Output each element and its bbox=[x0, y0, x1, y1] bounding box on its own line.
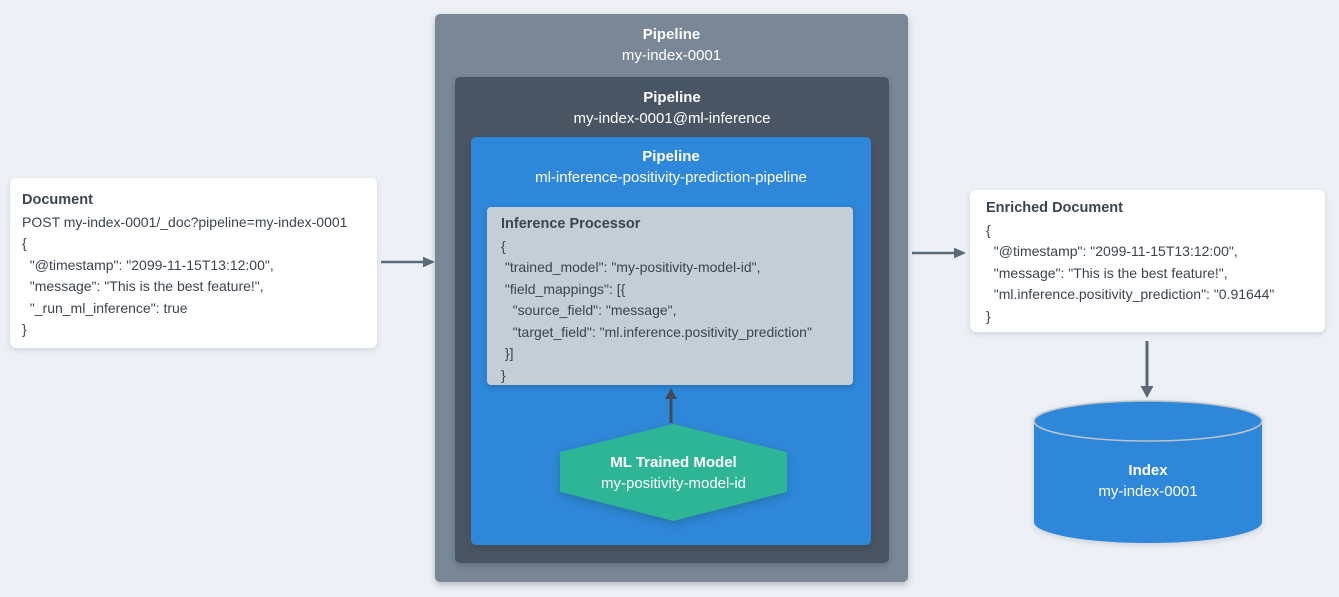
index-cylinder-text: Index my-index-0001 bbox=[1033, 460, 1263, 502]
code-line: "@timestamp": "2099-11-15T13:12:00", bbox=[986, 243, 1238, 259]
index-name: my-index-0001 bbox=[1098, 483, 1198, 500]
enriched-document-card: Enriched Document { "@timestamp": "2099-… bbox=[970, 190, 1325, 332]
code-line: "message": "This is the best feature!", bbox=[22, 278, 264, 294]
inference-processor-title: Inference Processor bbox=[501, 216, 641, 232]
pipeline-prediction-box: Pipeline ml-inference-positivity-predict… bbox=[471, 137, 871, 545]
code-line: "message": "This is the best feature!", bbox=[986, 264, 1228, 281]
pipeline-inner-label: Pipeline bbox=[642, 148, 700, 165]
pipeline-outer-label: Pipeline bbox=[642, 26, 701, 43]
ml-trained-model-shape: ML Trained Model my-positivity-model-id bbox=[560, 424, 787, 521]
code-line: "@timestamp": "2099-11-15T13:12:00", bbox=[22, 256, 274, 273]
enriched-document-title: Enriched Document bbox=[986, 200, 1123, 216]
arrow-model-to-processor-icon bbox=[665, 388, 677, 423]
code-line: } bbox=[501, 366, 506, 383]
code-line: "source_field": "message", bbox=[501, 302, 677, 318]
arrow-document-to-pipeline-icon bbox=[381, 256, 435, 268]
pipeline-middle-label: Pipeline bbox=[643, 89, 701, 106]
code-line: } bbox=[986, 307, 991, 324]
pipeline-inner-name: ml-inference-positivity-prediction-pipel… bbox=[535, 169, 807, 186]
pipeline-ml-inference-box: Pipeline my-index-0001@ml-inference Pipe… bbox=[455, 77, 889, 563]
code-line: { bbox=[22, 235, 27, 251]
code-line: { bbox=[501, 237, 506, 254]
document-card-code: POST my-index-0001/_doc?pipeline=my-inde… bbox=[22, 212, 365, 341]
code-line: }] bbox=[501, 345, 514, 361]
code-line: "trained_model": "my-positivity-model-id… bbox=[501, 259, 761, 275]
code-line: "_run_ml_inference": true bbox=[22, 299, 188, 316]
document-card-title: Document bbox=[22, 192, 93, 208]
pipeline-middle-name: my-index-0001@ml-inference bbox=[573, 110, 771, 127]
index-title: Index bbox=[1128, 462, 1168, 479]
pipeline-outer-name: my-index-0001 bbox=[621, 47, 722, 64]
arrow-enriched-to-index-icon bbox=[1140, 341, 1154, 398]
code-line: "ml.inference.positivity_prediction": "0… bbox=[986, 286, 1275, 302]
code-line: POST my-index-0001/_doc?pipeline=my-inde… bbox=[22, 213, 348, 230]
code-line: } bbox=[22, 321, 27, 337]
ml-trained-model-name: my-positivity-model-id bbox=[600, 474, 747, 492]
cylinder-shape-icon bbox=[1033, 400, 1263, 543]
code-line: "field_mappings": [{ bbox=[501, 280, 626, 297]
enriched-document-code: { "@timestamp": "2099-11-15T13:12:00", "… bbox=[986, 220, 1309, 328]
document-card: Document POST my-index-0001/_doc?pipelin… bbox=[10, 178, 377, 348]
code-line: "target_field": "ml.inference.positivity… bbox=[501, 323, 812, 340]
index-cylinder: Index my-index-0001 bbox=[1033, 400, 1263, 545]
arrow-pipeline-to-enriched-icon bbox=[912, 247, 966, 259]
pipeline-outer-box: Pipeline my-index-0001 Pipeline my-index… bbox=[435, 14, 908, 582]
inference-processor-block: Inference Processor { "trained_model": "… bbox=[487, 207, 853, 385]
inference-processor-code: { "trained_model": "my-positivity-model-… bbox=[501, 236, 839, 387]
code-line: { bbox=[986, 221, 991, 238]
ml-trained-model-hexagon: ML Trained Model my-positivity-model-id bbox=[560, 424, 787, 521]
ml-trained-model-title: ML Trained Model bbox=[610, 453, 737, 471]
